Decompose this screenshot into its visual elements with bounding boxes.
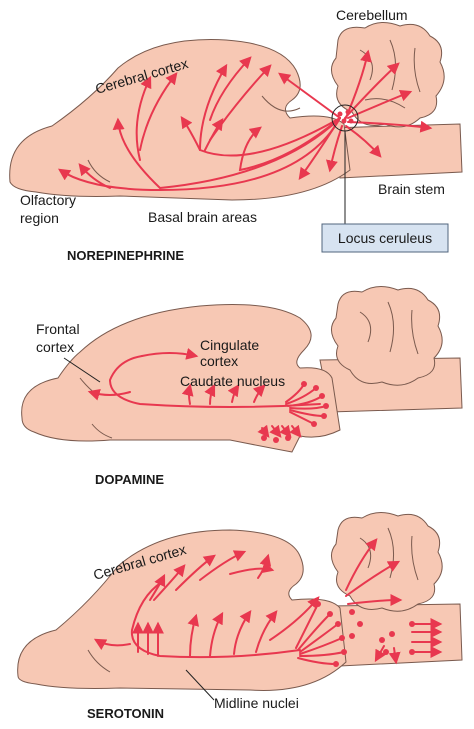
serotonin-neuron [357, 621, 363, 627]
frontal-cortex-leader [63, 357, 101, 383]
caudate-nucleus-label: Caudate nucleus [180, 373, 285, 389]
lc-neuron [345, 109, 351, 115]
midline-nuclei-leader [185, 669, 215, 701]
cerebrum-shape [9, 39, 351, 201]
cerebellum-shape [331, 286, 443, 386]
cerebrum-shape [21, 304, 341, 453]
olfactory-region-label-line1: Olfactory [20, 192, 76, 208]
serotonin-neuron [409, 649, 415, 655]
cerebrum-fissure [87, 95, 301, 183]
dopamine-neuron [321, 413, 327, 419]
lc-neuron [348, 118, 354, 124]
dopamine-neuron [261, 435, 267, 441]
olfactory-region-label-line2: region [20, 210, 59, 226]
norepinephrine-title: NOREPINEPHRINE [67, 248, 184, 263]
cingulate-cortex-label-line2: cortex [200, 353, 238, 369]
dopamine-title: DOPAMINE [95, 472, 164, 487]
locus-ceruleus-box [321, 223, 449, 253]
serotonin-neuron [335, 621, 341, 627]
cerebellum-label: Cerebellum [336, 7, 408, 23]
serotonin-neuron [383, 649, 389, 655]
serotonin-neuron [409, 621, 415, 627]
dopamine-neuron [311, 421, 317, 427]
lc-neuron [337, 111, 343, 117]
serotonin-neuron [349, 609, 355, 615]
cerebellum-folds [359, 301, 419, 355]
serotonin-panel: Cerebral cortex Midline nuclei SEROTONIN [17, 512, 463, 721]
frontal-cortex-label-line1: Frontal [36, 321, 80, 337]
serotonin-neuron [341, 649, 347, 655]
lc-neuron [341, 118, 347, 124]
brain-stem-label: Brain stem [378, 181, 445, 197]
cingulate-cortex-label-line1: Cingulate [200, 337, 259, 353]
dopamine-neuron [273, 437, 279, 443]
cerebrum-fissure [87, 649, 111, 673]
serotonin-title: SEROTONIN [87, 706, 164, 721]
midline-nuclei-label: Midline nuclei [214, 695, 299, 711]
dopamine-neuron [313, 385, 319, 391]
locus-ceruleus-label: Locus ceruleus [338, 230, 432, 246]
serotonin-neuron [389, 631, 395, 637]
dopamine-neuron [323, 403, 329, 409]
serotonin-neuron [327, 611, 333, 617]
dopamine-panel: Frontal cortex Cingulate cortex Caudate … [21, 286, 463, 487]
dopamine-neuron [301, 381, 307, 387]
frontal-cortex-label-line2: cortex [36, 339, 74, 355]
dopamine-neuron [319, 393, 325, 399]
dopamine-neuron [285, 435, 291, 441]
serotonin-neuron [339, 635, 345, 641]
cerebellum-shape [331, 512, 443, 612]
basal-brain-areas-label: Basal brain areas [148, 209, 257, 225]
serotonin-neuron [333, 661, 339, 667]
serotonin-neuron [349, 633, 355, 639]
serotonin-pathways [93, 538, 443, 667]
norepinephrine-pathways [58, 49, 433, 192]
norepinephrine-panel: Locus ceruleus Cerebellum Cerebral corte… [9, 7, 463, 263]
serotonin-neuron [379, 637, 385, 643]
dopamine-pathways [87, 347, 329, 443]
